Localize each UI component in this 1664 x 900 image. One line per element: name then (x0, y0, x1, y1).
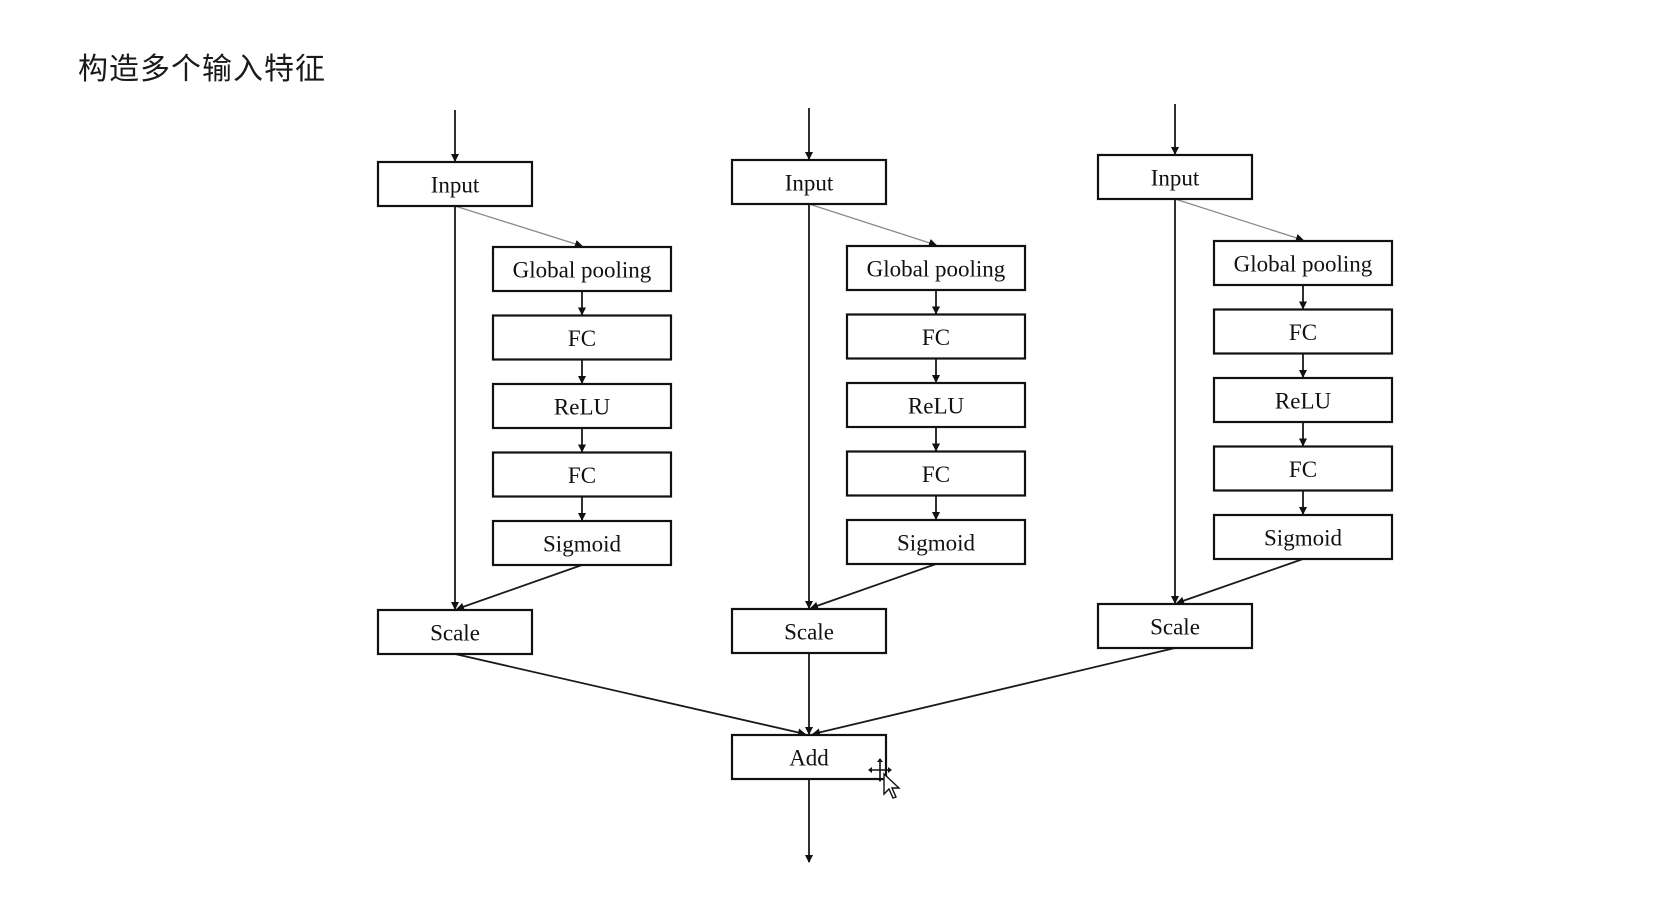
branch-3-relu-box-3-rect (1212, 376, 1394, 424)
branch-1-input-to-pooling-edge (454, 205, 583, 248)
branch-1-input-box: Input (376, 160, 534, 208)
branch-3-sigmoid-box-5: Sigmoid (1212, 513, 1394, 561)
branch-2-fc-box-4-label: FC (922, 462, 950, 487)
branch-2-sigmoid-box-5-label: Sigmoid (897, 531, 975, 556)
branch-1-fc-box-2-rect (491, 314, 673, 361)
branch-1-sigmoid-box-5: Sigmoid (491, 519, 673, 567)
branch-1-scale-box-rect (376, 608, 534, 656)
branch-2-global-pooling-box-1-rect (845, 244, 1027, 292)
branch-2-input-box-rect (730, 158, 888, 206)
branch-3-fc-box-2-rect (1212, 308, 1394, 355)
branch-2-fc-box-4-rect (845, 450, 1027, 497)
branch-3-sigmoid-box-5-label: Sigmoid (1264, 526, 1342, 551)
branch-3-fc-box-2-label: FC (1289, 320, 1317, 345)
branch-1-sigmoid-box-5-label: Sigmoid (543, 532, 621, 557)
branch-3-relu-box-3: ReLU (1212, 376, 1394, 424)
branch-3-sigmoid-box-5-rect (1212, 513, 1394, 561)
branch-2-relu-box-3: ReLU (845, 381, 1027, 429)
branch-3-scale-box-label: Scale (1150, 615, 1200, 640)
branch-3-input-box-label: Input (1151, 166, 1200, 191)
add-box-rect (730, 733, 888, 781)
branch-2-input-box: Input (730, 158, 888, 206)
branch-1-scale-box-label: Scale (430, 621, 480, 646)
branch-2-fc-box-2-rect (845, 313, 1027, 360)
branch-1-relu-box-3-rect (491, 382, 673, 430)
branch-1-global-pooling-box-1: Global pooling (491, 245, 673, 293)
branch-3-relu-box-3-label: ReLU (1275, 389, 1332, 414)
branch-1-global-pooling-box-1-rect (491, 245, 673, 293)
branch-3-input-box-rect (1096, 153, 1254, 201)
branch-1-fc-box-2-label: FC (568, 326, 596, 351)
branch-2-sigmoid-box-5: Sigmoid (845, 518, 1027, 566)
branch-1-fc-box-4: FC (491, 451, 673, 498)
branch-3-global-pooling-box-1-rect (1212, 239, 1394, 287)
branch-2-fc-box-2: FC (845, 313, 1027, 360)
branch-2-relu-box-3-label: ReLU (908, 394, 965, 419)
branch-3-input-to-pooling-edge (1174, 198, 1304, 242)
branch-1-fc-box-2: FC (491, 314, 673, 361)
branch-3-fc-box-2: FC (1212, 308, 1394, 355)
branch-1-fc-box-4-rect (491, 451, 673, 498)
move-cursor-icon (868, 758, 901, 799)
branch-3-sigmoid-to-scale-arrow (1176, 558, 1304, 605)
branch-3-scale-box-rect (1096, 602, 1254, 650)
branch-3-fc-box-4: FC (1212, 445, 1394, 492)
branch-1-input-box-rect (376, 160, 534, 208)
branch-2-fc-box-2-label: FC (922, 325, 950, 350)
branch-3-global-pooling-box-1: Global pooling (1212, 239, 1394, 287)
branch-1-fc-box-4-label: FC (568, 463, 596, 488)
branch-2-sigmoid-to-scale-arrow (810, 563, 937, 610)
add-box-label: Add (789, 746, 829, 771)
branch-1-relu-box-3: ReLU (491, 382, 673, 430)
branch-2-scale-box-rect (730, 607, 888, 655)
branch-1-sigmoid-box-5-rect (491, 519, 673, 567)
page-title: 构造多个输入特征 (78, 52, 326, 87)
branch-1-relu-box-3-label: ReLU (554, 395, 611, 420)
branch-2-fc-box-4: FC (845, 450, 1027, 497)
branch-2-global-pooling-box-1: Global pooling (845, 244, 1027, 292)
branch-2-sigmoid-box-5-rect (845, 518, 1027, 566)
branch-2-scale-box-label: Scale (784, 620, 834, 645)
branch-3-fc-box-4-rect (1212, 445, 1394, 492)
branch-1-input-box-label: Input (431, 173, 480, 198)
branch-3-global-pooling-box-1-label: Global pooling (1234, 252, 1373, 277)
branch-1-sigmoid-to-scale-arrow (456, 564, 583, 611)
add-box: Add (730, 733, 888, 781)
branch-3-fc-box-4-label: FC (1289, 457, 1317, 482)
branch-1-scale-box: Scale (376, 608, 534, 656)
branch-3-scale-box: Scale (1096, 602, 1254, 650)
branch-2-input-box-label: Input (785, 171, 834, 196)
branch-3-scale-to-add-arrow (812, 647, 1176, 737)
branch-2-relu-box-3-rect (845, 381, 1027, 429)
branch-1-scale-to-add-arrow (454, 653, 806, 737)
branch-2-scale-box: Scale (730, 607, 888, 655)
branch-2-input-to-pooling-edge (808, 203, 937, 247)
branch-2-global-pooling-box-1-label: Global pooling (867, 257, 1006, 282)
branch-3-input-box: Input (1096, 153, 1254, 201)
branch-1-global-pooling-box-1-label: Global pooling (513, 258, 652, 283)
